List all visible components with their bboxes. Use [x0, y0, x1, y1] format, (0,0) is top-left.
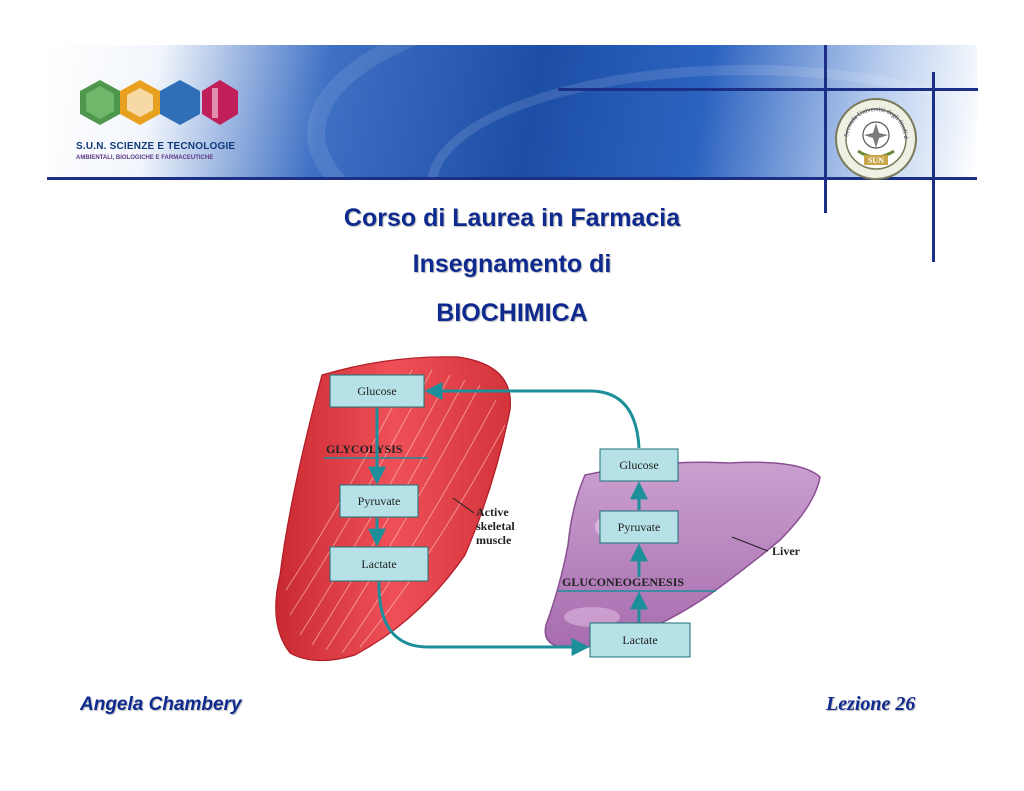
glycolysis-label: GLYCOLYSIS [326, 442, 403, 456]
liver-label: Liver [772, 544, 801, 558]
glucose-to-muscle-arrow [424, 382, 641, 449]
muscle-lactate-label: Lactate [361, 557, 396, 571]
university-seal: Seconda Università degli Studi di Napoli… [832, 92, 918, 181]
muscle-lactate-box: Lactate [329, 546, 429, 582]
muscle-pyruvate-box: Pyruvate [339, 484, 419, 518]
faculty-logo: S.U.N. SCIENZE E TECNOLOGIE AMBIENTALI, … [70, 76, 240, 168]
frame-line [558, 88, 978, 91]
author-name: Angela Chambery [80, 694, 242, 715]
frame-line [824, 45, 827, 213]
liver-lactate-box: Lactate [589, 622, 691, 658]
lesson-number: Lezione 26 [826, 693, 916, 715]
muscle-label-line: muscle [476, 533, 512, 547]
course-title: Corso di Laurea in Farmacia [343, 204, 681, 232]
liver-glucose-label: Glucose [619, 458, 658, 472]
cori-cycle-diagram: Active skeletal muscle Liver Glucose Pyr… [275, 356, 821, 662]
liver-label-leader [731, 536, 769, 552]
seal-center-text: SUN [868, 156, 884, 165]
pathway-arrows [368, 382, 648, 656]
muscle-label-line: Active [476, 505, 509, 519]
header-underline [47, 177, 977, 180]
subject-title: BIOCHIMICA [436, 299, 588, 327]
liver-pyruvate-label: Pyruvate [618, 520, 661, 534]
muscle-glucose-box: Glucose [329, 374, 425, 408]
muscle-label-line: skeletal [476, 519, 515, 533]
muscle-label-leader [452, 497, 475, 514]
muscle-pyruvate-label: Pyruvate [358, 494, 401, 508]
liver-glucose-box: Glucose [599, 448, 679, 482]
liver-lactate-label: Lactate [622, 633, 657, 647]
logo-subtitle: AMBIENTALI, BIOLOGICHE E FARMACEUTICHE [76, 155, 214, 161]
teaching-title: Insegnamento di [412, 250, 612, 278]
gluconeogenesis-label: GLUCONEOGENESIS [562, 575, 684, 589]
university-seal-icon: Seconda Università degli Studi di Napoli… [832, 92, 917, 180]
logo-hexagons-icon [80, 80, 238, 125]
frame-line [932, 72, 935, 262]
muscle-glucose-label: Glucose [357, 384, 396, 398]
logo-title: S.U.N. SCIENZE E TECNOLOGIE [76, 141, 236, 152]
liver-pyruvate-box: Pyruvate [599, 510, 679, 544]
lactate-to-liver-arrow [377, 581, 590, 656]
